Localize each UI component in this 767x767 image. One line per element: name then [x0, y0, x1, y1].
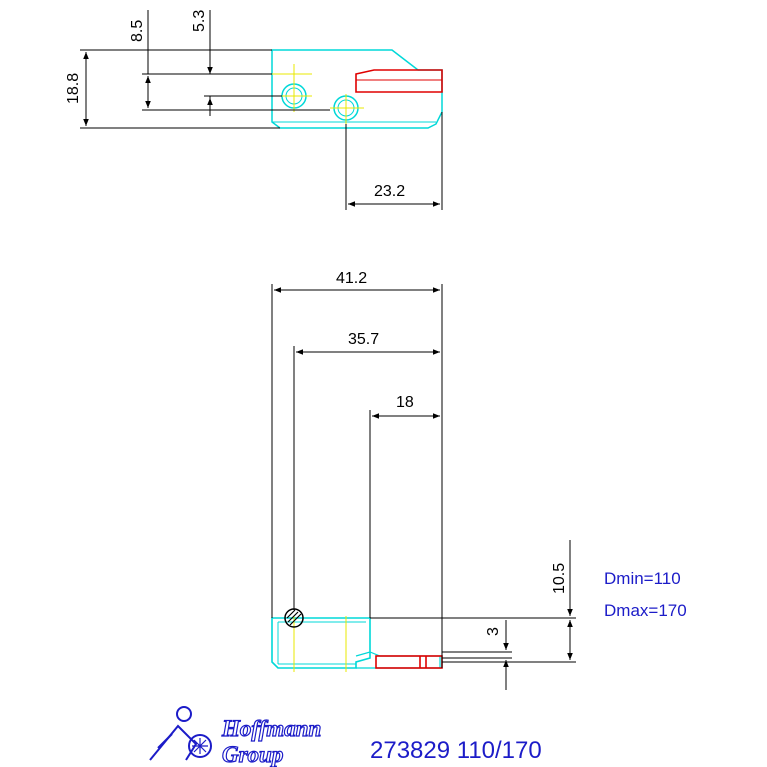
logo-text-hoffmann: Hoffmann: [221, 716, 321, 741]
front-view: 41.2 35.7 18 10.5 3: [271, 270, 576, 690]
top-view-dimension-lines: [80, 10, 443, 210]
dim-5-3: 5.3: [191, 10, 208, 32]
dim-8-5: 8.5: [129, 20, 146, 42]
front-view-screw-hatch: [286, 609, 302, 626]
top-view-body-outline: [271, 49, 443, 129]
front-view-dimension-lines: [271, 284, 576, 690]
dim-18-8: 18.8: [65, 73, 82, 104]
hoffmann-group-logo: Hoffmann Group: [149, 706, 322, 767]
logo-text-group: Group: [222, 742, 283, 767]
front-view-body-outline: [271, 617, 371, 669]
dim-41-2: 41.2: [336, 270, 367, 287]
logo-figure-icon: [149, 706, 212, 761]
dim-3: 3: [485, 627, 502, 636]
part-number: 273829 110/170: [370, 737, 542, 764]
front-view-seat-outline: [355, 651, 441, 669]
top-view-center-lines: [272, 64, 364, 124]
note-dmax: Dmax=170: [604, 601, 687, 620]
dim-10-5: 10.5: [551, 563, 568, 594]
dim-23-2: 23.2: [374, 183, 405, 200]
top-view-insert: [355, 69, 443, 93]
dim-35-7: 35.7: [348, 331, 379, 348]
top-view: 8.5 5.3 18.8 23.2: [65, 10, 443, 210]
front-view-insert: [375, 655, 443, 669]
dim-18: 18: [396, 394, 414, 411]
note-dmin: Dmin=110: [604, 569, 681, 588]
